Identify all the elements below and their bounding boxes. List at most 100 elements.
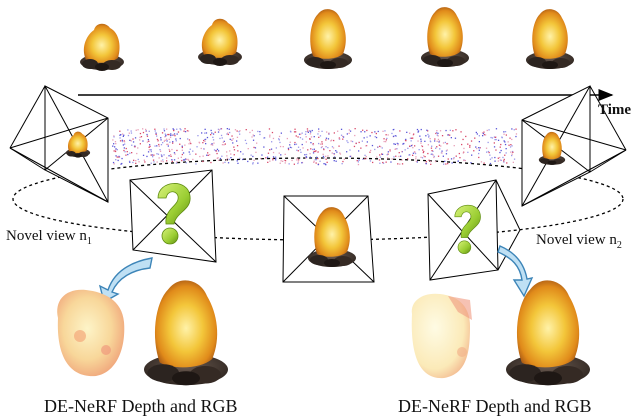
point-cloud-dot [410,140,412,142]
point-cloud-dot [305,156,307,158]
point-cloud-dot [392,135,395,137]
point-cloud-dot [487,141,489,144]
point-cloud-dot [424,140,426,142]
result-left-depth [57,289,125,377]
point-cloud-dot [228,158,230,161]
point-cloud-dot [280,154,282,156]
point-cloud-dot [317,133,319,135]
point-cloud-dot [189,141,191,143]
point-cloud-dot [305,136,307,138]
point-cloud-dot [427,130,429,132]
point-cloud-dot [441,135,444,137]
point-cloud-dot [156,145,158,147]
point-cloud-dot [176,149,178,152]
point-cloud-dot [297,162,299,165]
point-cloud-dot [160,144,163,146]
point-cloud-dot [436,146,438,148]
point-cloud-dot [236,140,238,142]
fire-frame-4 [421,7,469,67]
point-cloud-dot [482,135,484,137]
point-cloud-dot [127,129,129,131]
point-cloud-dot [130,140,132,142]
point-cloud-dot [483,131,485,133]
point-cloud-dot [410,137,413,139]
point-cloud-dot [460,131,462,133]
point-cloud-dot [134,137,137,139]
point-cloud-dot [374,148,376,151]
point-cloud-dot [146,135,149,137]
point-cloud-dot [428,159,430,161]
point-cloud-dot [483,162,485,164]
point-cloud-dot [113,150,115,152]
point-cloud-dot [396,142,398,145]
point-cloud-dot [463,151,465,153]
point-cloud-dot [331,152,333,154]
point-cloud-dot [156,153,158,155]
point-cloud-dot [121,139,123,141]
point-cloud-dot [335,150,337,152]
point-cloud-dot [240,151,242,153]
point-cloud-dot [439,148,441,150]
point-cloud-dot [504,143,507,146]
point-cloud-dot [161,132,164,134]
point-cloud-dot [166,143,168,146]
point-cloud-dot [434,138,436,140]
point-cloud-dot [327,138,330,140]
point-cloud-dot [401,163,404,165]
point-cloud-dot [386,154,388,156]
point-cloud-dot [349,155,351,158]
result-right-rgb [506,280,590,386]
point-cloud-dot [217,131,220,133]
point-cloud-dot [213,142,215,144]
point-cloud-dot [166,140,168,142]
novel-view-label-1-text: Novel view n [6,228,87,244]
point-cloud-dot [157,140,159,142]
point-cloud-dot [475,146,477,148]
point-cloud-dot [354,128,356,130]
point-cloud-dot [445,129,447,132]
point-cloud-dot [269,149,271,151]
point-cloud-dot [325,155,327,157]
point-cloud-dot [232,138,234,140]
point-cloud-dot [401,159,403,161]
point-cloud-dot [311,129,313,132]
point-cloud-dot [325,158,327,160]
point-cloud-dot [329,150,331,152]
point-cloud-dot [348,132,350,134]
point-cloud-dot [209,154,211,156]
point-cloud-dot [405,140,407,142]
point-cloud-dot [163,130,166,132]
point-cloud-dot [323,148,325,151]
caption-left: DE-NeRF Depth and RGB [44,396,238,416]
point-cloud-dot [380,146,382,148]
point-cloud-dot [437,132,439,134]
point-cloud-dot [333,132,335,134]
point-cloud-dot [223,144,225,146]
point-cloud-dot [440,145,442,147]
point-cloud-dot [327,147,329,149]
point-cloud-dot [437,155,440,157]
point-cloud-dot [278,138,280,140]
point-cloud-dot [332,147,335,149]
point-cloud-dot [451,162,453,164]
point-cloud-dot [493,146,496,148]
point-cloud-dot [181,145,183,147]
point-cloud-dot [172,142,174,144]
point-cloud-dot [431,145,433,147]
point-cloud-dot [437,138,440,141]
point-cloud-dot [470,140,473,142]
point-cloud-dot [294,128,296,130]
point-cloud-dot [153,161,155,163]
point-cloud-dot [184,159,186,161]
point-cloud-dot [114,149,117,151]
point-cloud-dot [162,159,164,161]
point-cloud-dot [479,147,481,149]
point-cloud-dot [297,150,299,152]
point-cloud-dot [154,128,156,130]
point-cloud-dot [166,157,168,159]
point-cloud-dot [403,142,405,145]
point-cloud-dot [153,154,155,156]
point-cloud-dot [421,145,424,148]
point-cloud-dot [493,142,495,144]
point-cloud-dot [333,153,335,155]
